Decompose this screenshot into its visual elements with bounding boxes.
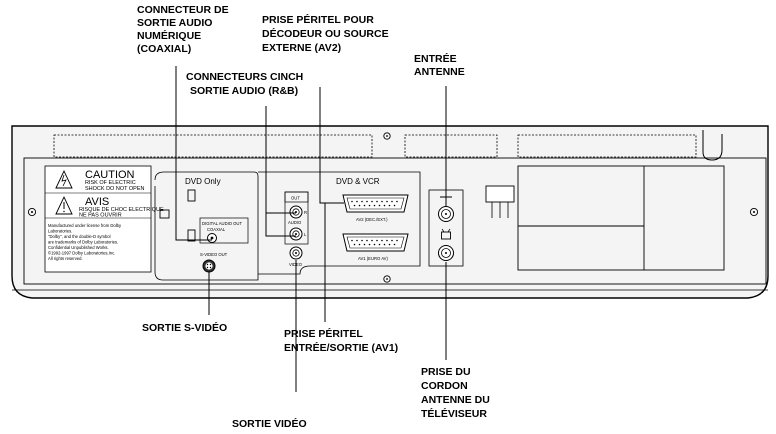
callout-peritel-av2: PRISE PÉRITEL POUR DÉCODEUR OU SOURCE EX… [262, 13, 389, 54]
lightning-warning-icon [55, 169, 73, 189]
r-label: R [304, 210, 307, 215]
svg-text:(COAXIAL): (COAXIAL) [137, 43, 191, 55]
digital-audio-out-label: DIGITAL AUDIO OUT [202, 221, 242, 226]
av2-label: AV2 (DEC./EXT.) [356, 217, 388, 222]
tv-antenna-out-jack [438, 245, 454, 261]
av1-label: AV1 (EURO AV) [358, 256, 388, 261]
svg-text:ENTRÉE: ENTRÉE [414, 52, 457, 65]
power-cord-section [485, 165, 725, 271]
callout-antenna-in: ENTRÉE ANTENNE [414, 52, 465, 78]
leader-lines [175, 66, 447, 392]
l-label: L [304, 232, 307, 237]
avis-title: AVIS [85, 196, 109, 208]
svg-text:ENTRÉE/SORTIE (AV1): ENTRÉE/SORTIE (AV1) [284, 341, 398, 354]
caution-title: CAUTION [85, 169, 135, 181]
svg-text:SORTIE AUDIO (R&B): SORTIE AUDIO (R&B) [190, 85, 298, 97]
svg-text:SORTIE AUDIO: SORTIE AUDIO [137, 17, 212, 29]
svg-text:CONNECTEUR DE: CONNECTEUR DE [137, 4, 229, 16]
antenna-in-jack [438, 206, 454, 222]
audio-l-jack [289, 227, 303, 241]
coaxial-small-label: COAXIAL [207, 227, 226, 232]
svg-text:PRISE PÉRITEL POUR: PRISE PÉRITEL POUR [262, 13, 374, 26]
svg-text:PRISE DU: PRISE DU [421, 366, 471, 378]
svg-text:EXTERNE (AV2): EXTERNE (AV2) [262, 42, 341, 54]
dolby-line-6: ©1992-1997 Dolby Laboratories,Inc. [48, 251, 115, 256]
callout-coaxial: CONNECTEUR DE SORTIE AUDIO NUMÉRIQUE (CO… [137, 4, 229, 55]
dolby-line-3: "Dolby", and the double-D symbol [48, 234, 111, 239]
dolby-line-5: Confidential Unpublished Works. [48, 245, 109, 250]
svideo-small-label: S-VIDEO OUT [200, 252, 228, 257]
audio-r-jack [289, 205, 303, 219]
svg-text:TÉLÉVISEUR: TÉLÉVISEUR [421, 407, 487, 420]
callout-tv-cord: PRISE DU CORDON ANTENNE DU TÉLÉVISEUR [421, 366, 490, 420]
svg-text:ANTENNE: ANTENNE [414, 66, 465, 78]
svg-text:CONNECTEURS CINCH: CONNECTEURS CINCH [186, 71, 303, 83]
scart-av1-connector [342, 233, 409, 252]
svg-text:NUMÉRIQUE: NUMÉRIQUE [137, 29, 201, 42]
dolby-line-4: are trademarks of Dolby Laboratories. [48, 240, 118, 245]
dvd-only-section: DVD Only DIGITAL AUDIO OUT COAXIAL S-VID… [154, 171, 259, 281]
audio-label: AUDIO [288, 220, 302, 225]
avis-line-1: RISQUE DE CHOC ELECTRIQUE [79, 207, 164, 213]
svg-text:CORDON: CORDON [421, 380, 468, 392]
dolby-line-2: Laboratories. [48, 229, 72, 234]
svg-text:DÉCODEUR OU SOURCE: DÉCODEUR OU SOURCE [262, 27, 389, 40]
callout-svideo: SORTIE S-VIDÉO [142, 321, 227, 334]
out-label: OUT [291, 196, 300, 201]
dvd-vcr-section: DVD & VCR OUT R AUDIO L VIDEO [258, 171, 421, 275]
tv-icon [441, 228, 451, 240]
dvd-only-label: DVD Only [185, 177, 221, 186]
avis-line-2: NE PAS OUVRIR [79, 213, 122, 219]
video-jack [289, 246, 303, 260]
coaxial-jack [207, 233, 217, 243]
callout-video-out: SORTIE VIDÉO [232, 417, 307, 430]
dolby-line-1: Manufactured under license from Dolby [48, 223, 122, 228]
svideo-jack [202, 259, 216, 273]
caution-line-2: SHOCK DO NOT OPEN [85, 186, 145, 192]
callout-cinch: CONNECTEURS CINCH SORTIE AUDIO (R&B) [186, 71, 303, 97]
svg-text:PRISE PÉRITEL: PRISE PÉRITEL [284, 327, 363, 340]
caution-line-1: RISK OF ELECTRIC [85, 180, 136, 186]
scart-av2-connector [342, 194, 409, 213]
svg-text:ANTENNE DU: ANTENNE DU [421, 394, 490, 406]
dolby-line-7: All rights reserved. [48, 256, 83, 261]
dvd-vcr-label: DVD & VCR [336, 177, 380, 186]
warning-label: CAUTION RISK OF ELECTRIC SHOCK DO NOT OP… [44, 165, 164, 273]
callout-peritel-av1: PRISE PÉRITEL ENTRÉE/SORTIE (AV1) [284, 327, 398, 354]
exclamation-warning-icon [55, 195, 73, 215]
